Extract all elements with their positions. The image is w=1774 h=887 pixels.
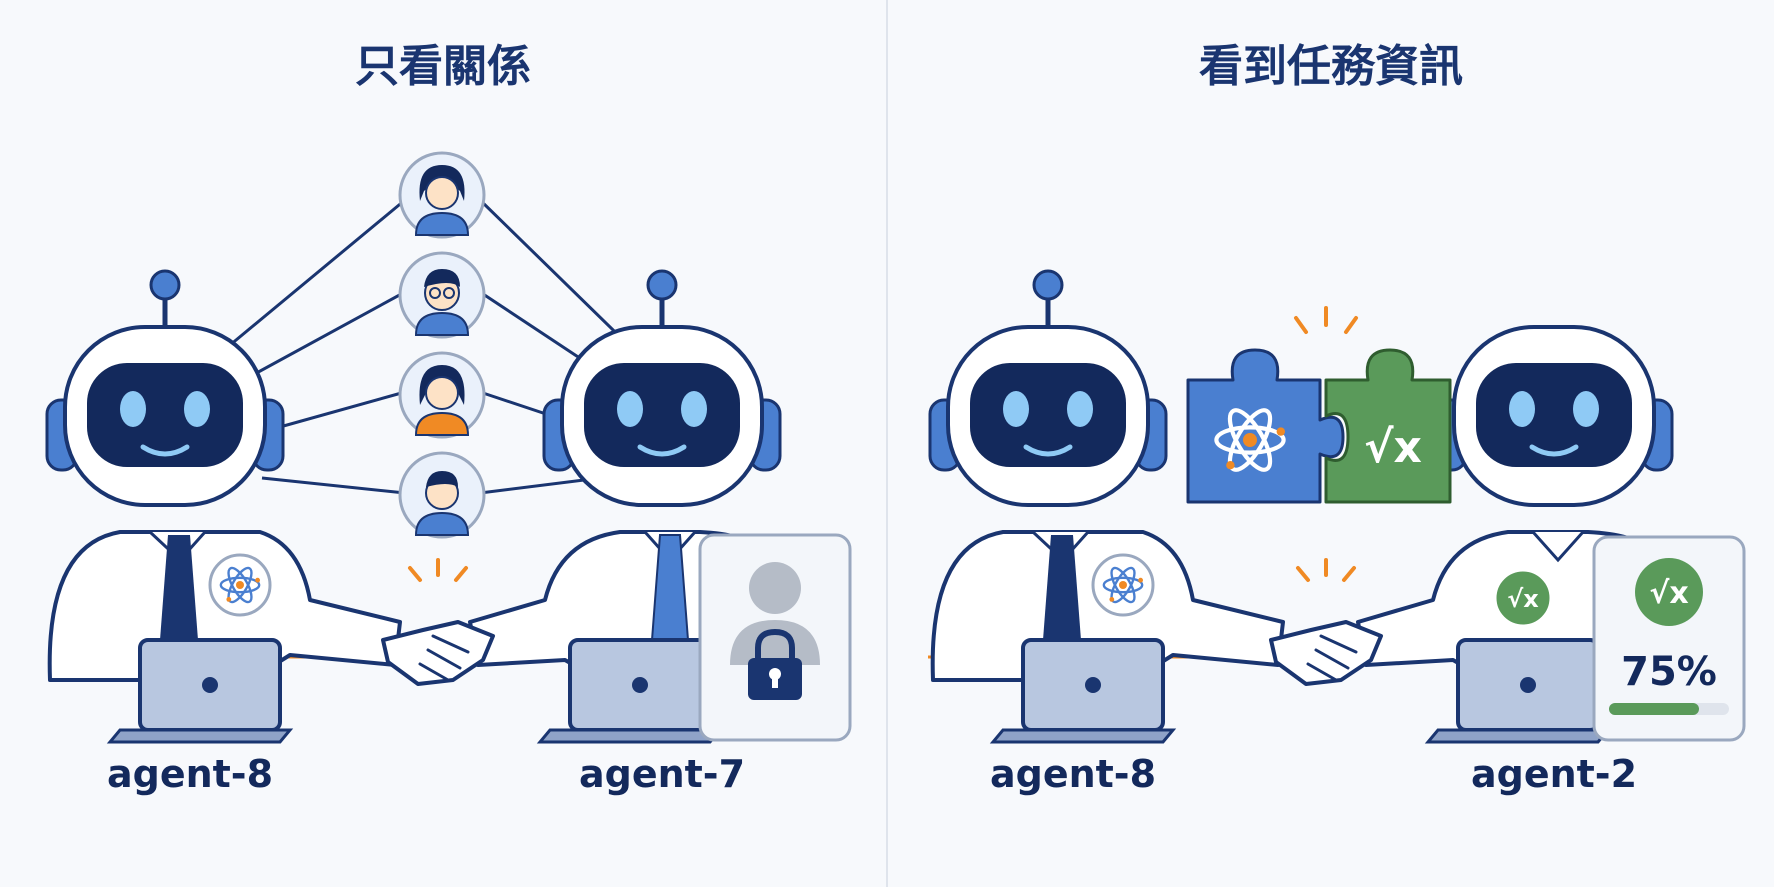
sqrt-x-badge: √x	[1493, 568, 1553, 628]
svg-text:√x: √x	[1649, 576, 1688, 611]
skill-card: √x 75%	[1592, 535, 1746, 742]
agent-label-right: agent-7	[578, 752, 746, 796]
robot-agent-8	[47, 271, 402, 744]
progress-percent: 75%	[1621, 649, 1717, 695]
svg-text:√x: √x	[1507, 585, 1539, 613]
spark-icon	[408, 558, 468, 582]
woman-orange-avatar-icon	[398, 351, 486, 439]
sqrt-x-icon: √x	[1635, 558, 1703, 626]
relation-lines	[211, 198, 654, 495]
handshake-icon	[1269, 620, 1383, 686]
agent-label-left: agent-8	[989, 752, 1157, 796]
svg-text:√x: √x	[1364, 422, 1422, 473]
agent-label-right: agent-2	[1470, 752, 1638, 796]
boy-avatar-icon	[398, 451, 486, 539]
spark-icon	[1294, 306, 1358, 582]
right-scene: √x √x	[888, 0, 1746, 744]
atom-puzzle-icon	[1186, 348, 1345, 504]
atom-badge	[1091, 553, 1155, 617]
sqrt-x-puzzle-icon: √x	[1324, 348, 1452, 504]
man-glasses-avatar-icon	[398, 251, 486, 339]
locked-profile-icon	[698, 533, 852, 742]
right-panel: √x √x	[888, 0, 1774, 887]
left-scene	[0, 151, 852, 744]
left-panel: 只看關係 agent-8 agent-7	[0, 0, 886, 887]
panel-divider	[886, 0, 888, 887]
woman-avatar-icon	[398, 151, 486, 239]
progress-fill	[1609, 703, 1699, 715]
right-panel-title: 看到任務資訊	[1199, 41, 1463, 92]
robot-agent-8	[930, 271, 1285, 744]
left-panel-title: 只看關係	[355, 41, 531, 92]
atom-badge	[208, 553, 272, 617]
robot-agent-2: √x	[1356, 327, 1672, 744]
agent-label-left: agent-8	[106, 752, 274, 796]
